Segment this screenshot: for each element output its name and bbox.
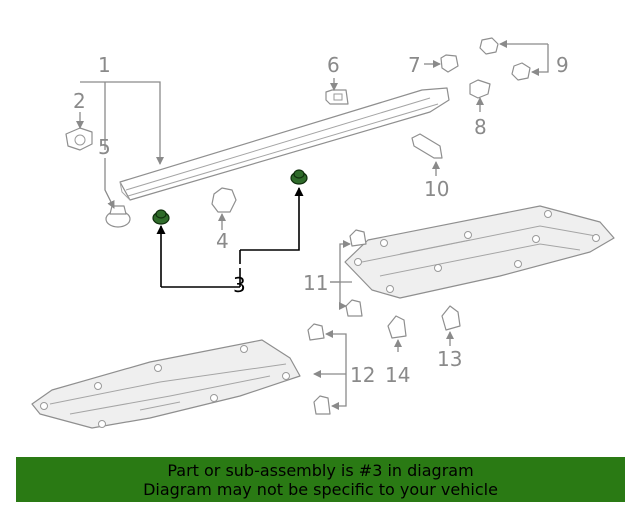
rocker-panel-moulding bbox=[119, 87, 450, 201]
bracket-part-6 bbox=[325, 89, 349, 105]
clip-part-2 bbox=[65, 127, 93, 151]
callout-6[interactable]: 6 bbox=[327, 53, 340, 77]
callout-10[interactable]: 10 bbox=[424, 177, 449, 201]
clip-part-14 bbox=[387, 315, 407, 339]
clip-part-7 bbox=[440, 54, 459, 73]
under-cover-right bbox=[344, 205, 615, 299]
clip-part-11 bbox=[345, 229, 367, 317]
clip-part-8 bbox=[469, 79, 491, 99]
callout-14[interactable]: 14 bbox=[385, 363, 410, 387]
clip-part-12 bbox=[307, 323, 331, 415]
callout-7[interactable]: 7 bbox=[408, 53, 421, 77]
callout-4[interactable]: 4 bbox=[216, 229, 229, 253]
callout-9[interactable]: 9 bbox=[556, 53, 569, 77]
clip-part-4 bbox=[211, 187, 237, 213]
callout-1[interactable]: 1 bbox=[98, 53, 111, 77]
under-cover-left bbox=[31, 339, 301, 429]
clip-part-5 bbox=[105, 205, 131, 228]
screw-part-10 bbox=[411, 133, 443, 159]
clip-part-13 bbox=[441, 305, 461, 331]
callout-5[interactable]: 5 bbox=[98, 135, 111, 159]
parts-diagram: 1 2 3 4 5 6 7 8 9 10 11 12 13 14 bbox=[31, 37, 615, 429]
callout-3[interactable]: 3 bbox=[233, 273, 246, 297]
leader-part-3 bbox=[156, 187, 304, 288]
info-banner: Part or sub-assembly is #3 in diagram Di… bbox=[16, 457, 625, 502]
callout-13[interactable]: 13 bbox=[437, 347, 462, 371]
banner-line-2: Diagram may not be specific to your vehi… bbox=[143, 480, 498, 499]
callout-11[interactable]: 11 bbox=[303, 271, 328, 295]
leader-lines bbox=[76, 40, 549, 410]
callout-2[interactable]: 2 bbox=[73, 89, 86, 113]
highlighted-clip-part-3 bbox=[152, 169, 308, 225]
callout-12[interactable]: 12 bbox=[350, 363, 375, 387]
callout-8[interactable]: 8 bbox=[474, 115, 487, 139]
clip-part-9 bbox=[479, 37, 531, 81]
banner-line-1: Part or sub-assembly is #3 in diagram bbox=[167, 461, 474, 480]
